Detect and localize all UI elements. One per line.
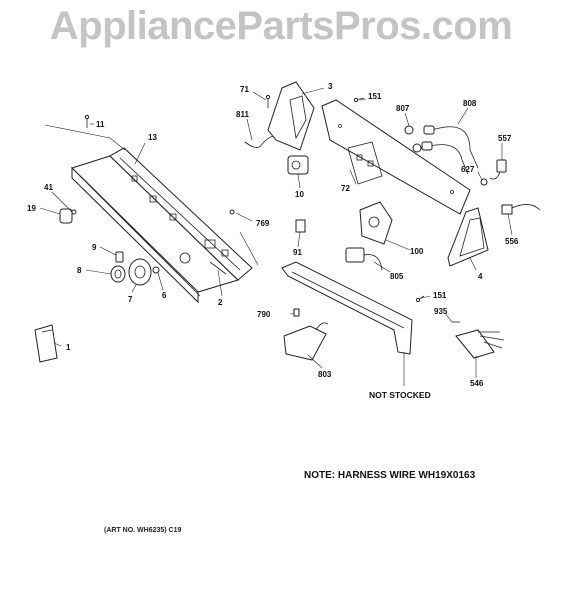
part-label-100: 100 [410, 247, 424, 256]
part-label-7: 7 [128, 295, 133, 304]
screw-151-bottom [415, 295, 425, 303]
part-label-627: 627 [461, 165, 475, 174]
part-label-91: 91 [293, 248, 302, 257]
watermark: AppliancePartsPros.com [49, 4, 513, 48]
part-label-151-bottom: 151 [433, 291, 447, 300]
part-label-9: 9 [92, 243, 97, 252]
switch-91 [295, 219, 306, 233]
inlet-valve-10 [287, 155, 309, 175]
screw-769 [229, 209, 235, 215]
part-label-808: 808 [463, 99, 477, 108]
dial-6 [152, 266, 160, 274]
part-label-2: 2 [218, 298, 223, 307]
panel-edge-line [239, 231, 259, 266]
part-label-8: 8 [77, 266, 82, 275]
harness-note: NOTE: HARNESS WIRE WH19X0163 [304, 470, 476, 481]
part-label-10: 10 [295, 190, 304, 199]
timer-546 [455, 329, 505, 359]
part-label-72: 72 [341, 184, 350, 193]
part-label-11: 11 [96, 120, 105, 129]
screw-151-top [353, 97, 365, 103]
control-panel-front [71, 147, 251, 304]
part-label-151-top: 151 [368, 92, 382, 101]
part-label-6: 6 [162, 291, 167, 300]
screw-71 [265, 94, 271, 108]
part-label-13: 13 [148, 133, 157, 142]
pressure-switch-100 [359, 201, 393, 245]
switch-556 [501, 204, 541, 215]
panel-outline-line [44, 124, 126, 151]
part-label-546: 546 [470, 379, 484, 388]
fill-hoses-808 [421, 125, 479, 175]
part-label-935: 935 [434, 307, 448, 316]
knob-8 [110, 265, 126, 283]
timer-cover-803 [283, 322, 329, 361]
knob-19 [59, 208, 77, 224]
leader-lines [39, 87, 513, 386]
control-panel-backsplash [109, 147, 253, 281]
not-stocked-label: NOT STOCKED [369, 390, 431, 400]
part-label-3: 3 [328, 82, 333, 91]
end-cap-4 [447, 207, 489, 267]
part-label-1: 1 [66, 343, 71, 352]
strain-relief-627 [480, 178, 488, 186]
end-cap-3 [267, 81, 315, 151]
art-number: (ART NO. WH6235) C19 [104, 527, 182, 534]
part-label-19: 19 [27, 204, 36, 213]
part-label-41: 41 [44, 183, 53, 192]
part-label-4: 4 [478, 272, 483, 281]
power-cord-557 [489, 159, 507, 180]
part-label-811: 811 [236, 110, 249, 119]
part-label-556: 556 [505, 237, 519, 246]
part-label-803: 803 [318, 370, 332, 379]
timer-knob-7 [128, 258, 152, 286]
clip-9 [115, 251, 124, 263]
part-label-769: 769 [256, 219, 270, 228]
install-instructions-1 [34, 324, 58, 363]
screw-11 [84, 114, 90, 128]
harness-805 [345, 247, 383, 271]
part-label-807: 807 [396, 104, 410, 113]
part-label-805: 805 [390, 272, 404, 281]
rivet-790 [293, 308, 300, 317]
part-label-557: 557 [498, 134, 512, 143]
part-number-labels: 13 11 41 19 9 8 7 6 1 2 769 71 3 811 10 … [27, 82, 519, 388]
part-label-71: 71 [240, 85, 249, 94]
panel-trim-2 [209, 261, 227, 275]
rear-panel-72 [321, 99, 471, 215]
part-label-790: 790 [257, 310, 271, 319]
